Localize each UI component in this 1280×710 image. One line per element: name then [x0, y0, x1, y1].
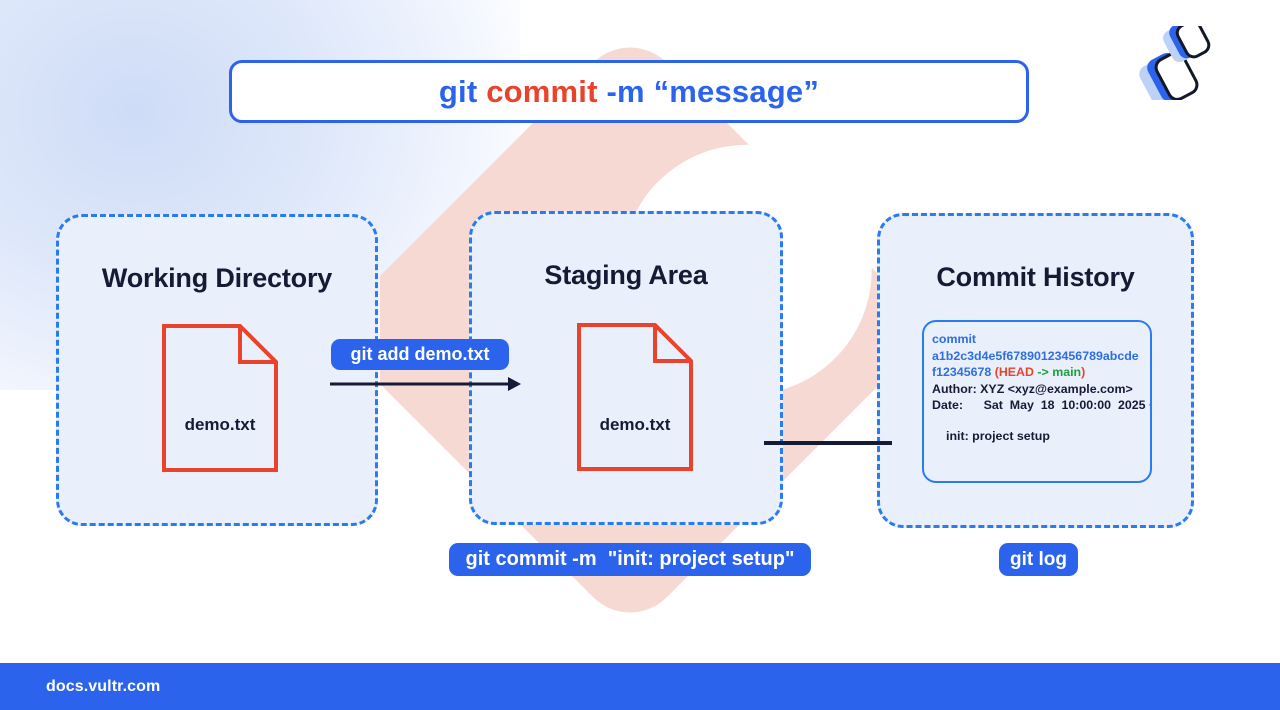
commit-ref-open: (	[991, 365, 999, 379]
title-part-git: git	[438, 73, 487, 109]
panel-title-working-directory: Working Directory	[101, 263, 333, 293]
file-label-working-directory: demo.txt	[184, 415, 256, 434]
commit-message: init: project setup	[946, 428, 1050, 443]
command-pill-git-log[interactable]: git log	[999, 543, 1078, 576]
commit-hash: a1b2c3d4e5f67890123456789abcdef12345678	[932, 348, 1139, 380]
commit-ref-head: HEAD	[998, 365, 1034, 379]
command-pill-git-commit[interactable]: git commit -m "init: project setup"	[449, 543, 811, 576]
commit-ref-branch: main	[1052, 365, 1082, 379]
title-part-commit: commit	[486, 73, 598, 109]
arrow-right-icon	[330, 372, 522, 396]
commit-author: Author: XYZ <xyz@example.com>	[932, 381, 1133, 396]
commit-log-card: commit a1b2c3d4e5f67890123456789abcdef12…	[922, 320, 1152, 483]
page-title: git commit -m “message”	[439, 74, 819, 110]
panel-title-staging-area: Staging Area	[544, 260, 708, 290]
file-document-icon	[161, 323, 279, 473]
panel-title-commit-history: Commit History	[936, 262, 1135, 292]
command-title-bar: git commit -m “message”	[229, 60, 1029, 123]
footer-bar: docs.vultr.com	[0, 663, 1280, 710]
line-icon	[764, 436, 892, 450]
commit-ref-arrow: ->	[1033, 365, 1053, 379]
footer-url: docs.vultr.com	[46, 677, 161, 695]
panel-working-directory: Working Directory	[56, 214, 378, 526]
commit-hash-line: a1b2c3d4e5f67890123456789abcdef12345678 …	[932, 348, 1142, 381]
commit-keyword: commit	[932, 332, 977, 346]
title-part-message: -m “message”	[597, 73, 820, 109]
vultr-logo-icon	[1136, 26, 1228, 100]
panel-staging-area: Staging Area	[469, 211, 783, 525]
file-label-staging-area: demo.txt	[599, 415, 671, 434]
command-pill-git-add[interactable]: git add demo.txt	[331, 339, 509, 370]
file-document-icon	[576, 322, 694, 472]
commit-date: Date: Sat May 18 10:00:00 2025 +0000	[932, 398, 1150, 412]
commit-ref-close: )	[1081, 365, 1086, 379]
